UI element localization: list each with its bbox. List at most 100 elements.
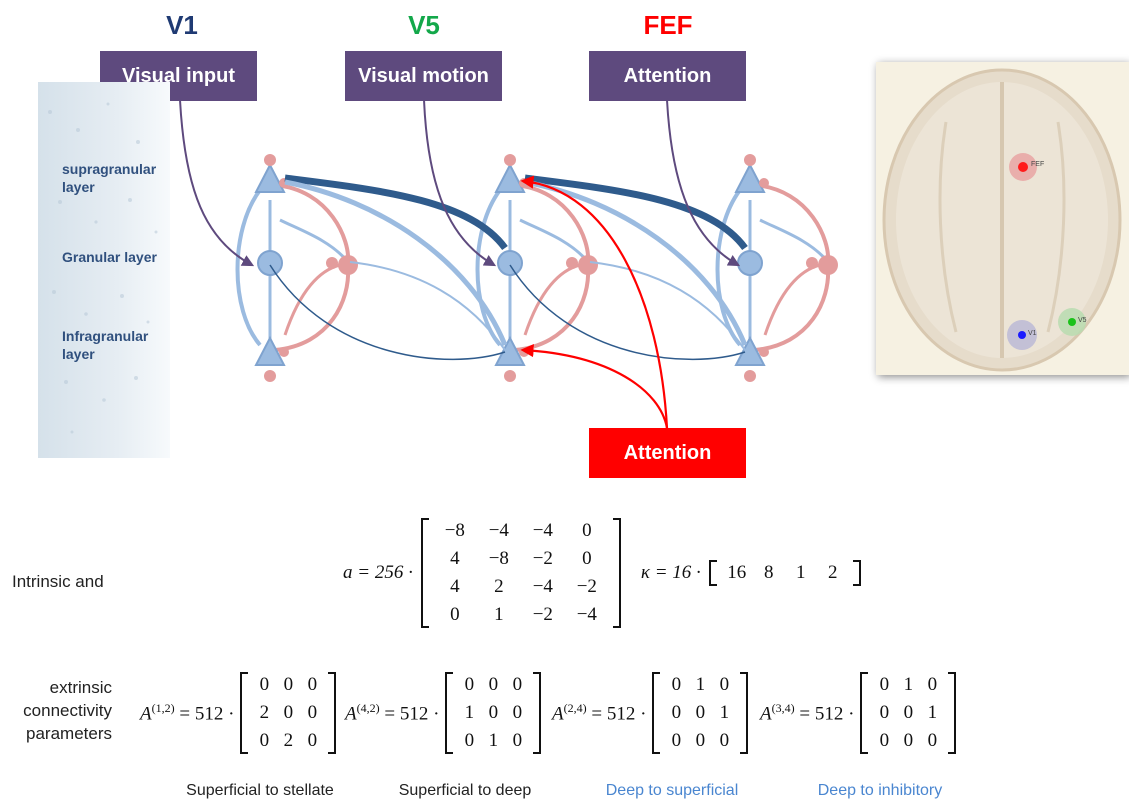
extrinsic-matrix-cell: 0 [695,730,706,751]
arrow-visual-motion [423,99,497,267]
extrinsic-caption: Superficial to stellate [186,782,334,799]
extrinsic-matrix-cell: 0 [903,730,914,751]
deep-synapse [759,347,769,357]
deep-self-inhibition [744,370,756,382]
a-matrix-cell: −2 [532,548,553,569]
backward-connection-4 [509,264,746,361]
extrinsic-matrix-cell: 1 [464,702,475,723]
intrinsic-cross [523,263,581,336]
intrinsic-loop-pink-bottom [274,267,351,352]
deep-self-inhibition [264,370,276,382]
extrinsic-label: extrinsic connectivity parameters [23,678,112,743]
superficial-self-inhibition [264,154,276,166]
brain-illustration [882,68,1122,372]
backward-connection-3 [269,264,506,361]
extrinsic-matrix-cell: 0 [283,702,294,723]
extrinsic-matrix-cell: 2 [283,730,294,751]
extrinsic-caption: Superficial to deep [398,782,532,799]
extrinsic-matrix-cell: 0 [927,674,938,695]
intrinsic-cross [763,263,821,336]
kappa-value: 8 [764,562,774,583]
forward-connection-v1-v5 [284,174,508,251]
extrinsic-matrix-cell: 1 [488,730,499,751]
extrinsic-matrix-cell: 1 [719,702,730,723]
extrinsic-matrix-cell: 1 [695,674,706,695]
extrinsic-matrix-cell: 0 [879,730,890,751]
extrinsic-matrix-cell: 0 [671,674,682,695]
forward-connection-v5-fef [524,174,748,251]
inhibitory-synapse [806,257,818,269]
intrinsic-loop-pink-top [274,183,351,263]
deep-synapse [279,347,289,357]
attention-box-bottom: Attention [589,428,746,478]
extrinsic-matrix-cell: 0 [879,702,890,723]
superficial-synapse [759,178,769,188]
deep-pyramidal-cell [494,335,526,366]
a-matrix-cell: −8 [444,520,465,541]
extrinsic-matrix-cell: 2 [259,702,270,723]
backward-connection-2 [589,261,746,351]
region-title-fef: FEF [643,10,693,40]
region-title-v5: V5 [408,10,440,40]
extrinsic-matrix-cell: 0 [719,674,730,695]
extrinsic-matrix-cell: 0 [695,702,706,723]
deep-self-inhibition [504,370,516,382]
extrinsic-matrix-cell: 0 [488,702,499,723]
extrinsic-matrix-cell: 0 [512,674,523,695]
extrinsic-matrix-cell: 0 [927,730,938,751]
extrinsic-lhs: A(2,4) = 512 · [552,700,647,725]
extrinsic-matrix-cell: 0 [464,674,475,695]
arrow-attention-deep [520,344,669,429]
kappa-value: 1 [796,562,806,583]
input-box-attention-top: Attention [589,51,746,101]
inhibitory-synapse [326,257,338,269]
brain-label-v5: V5 [1078,317,1087,324]
region-title-v1: V1 [166,10,198,40]
kappa-vector: 16 8 1 2 [708,560,861,586]
arrow-visual-input [179,99,255,267]
a-matrix-cell: 2 [494,576,504,597]
intrinsic-link [279,218,350,263]
inhibitory-synapse [566,257,578,269]
extrinsic-caption: Deep to superficial [605,782,739,799]
a-matrix-cell: −8 [488,548,509,569]
arrow-attention-superficial [520,175,669,429]
a-matrix-cell: −4 [532,520,553,541]
extrinsic-matrix-cell: 1 [927,702,938,723]
superficial-self-inhibition [744,154,756,166]
intrinsic-loop-left [235,188,262,347]
extrinsic-matrix-cell: 0 [719,730,730,751]
kappa-lhs: κ = 16 · [640,562,701,583]
a-matrix-cell: 0 [582,548,592,569]
extrinsic-matrix-cell: 0 [307,702,318,723]
superficial-pyramidal-cell [494,162,526,193]
arrow-attention-top [666,99,741,267]
inhibitory-interneuron [818,255,838,275]
kappa-value: 16 [727,562,747,583]
deep-pyramidal-cell [734,335,766,366]
backward-connection-1 [349,261,506,351]
brain-image: FEF V5 V1 [876,62,1129,375]
a-matrix-cell: 0 [450,604,460,625]
extrinsic-matrix-cell: 0 [259,730,270,751]
extrinsic-matrix-cell: 0 [488,674,499,695]
extrinsic-matrix-cell: 0 [464,730,475,751]
extrinsic-matrix-cell: 0 [879,674,890,695]
extrinsic-matrix-cell: 1 [903,674,914,695]
cortex-texture [48,102,158,434]
kappa-value: 2 [828,562,838,583]
brain-label-fef: FEF [1031,161,1045,168]
extrinsic-lhs: A(3,4) = 512 · [760,700,855,725]
a-matrix-cell: 4 [450,576,460,597]
spiny-stellate-cell [257,250,283,276]
brain-label-v1: V1 [1028,330,1037,337]
